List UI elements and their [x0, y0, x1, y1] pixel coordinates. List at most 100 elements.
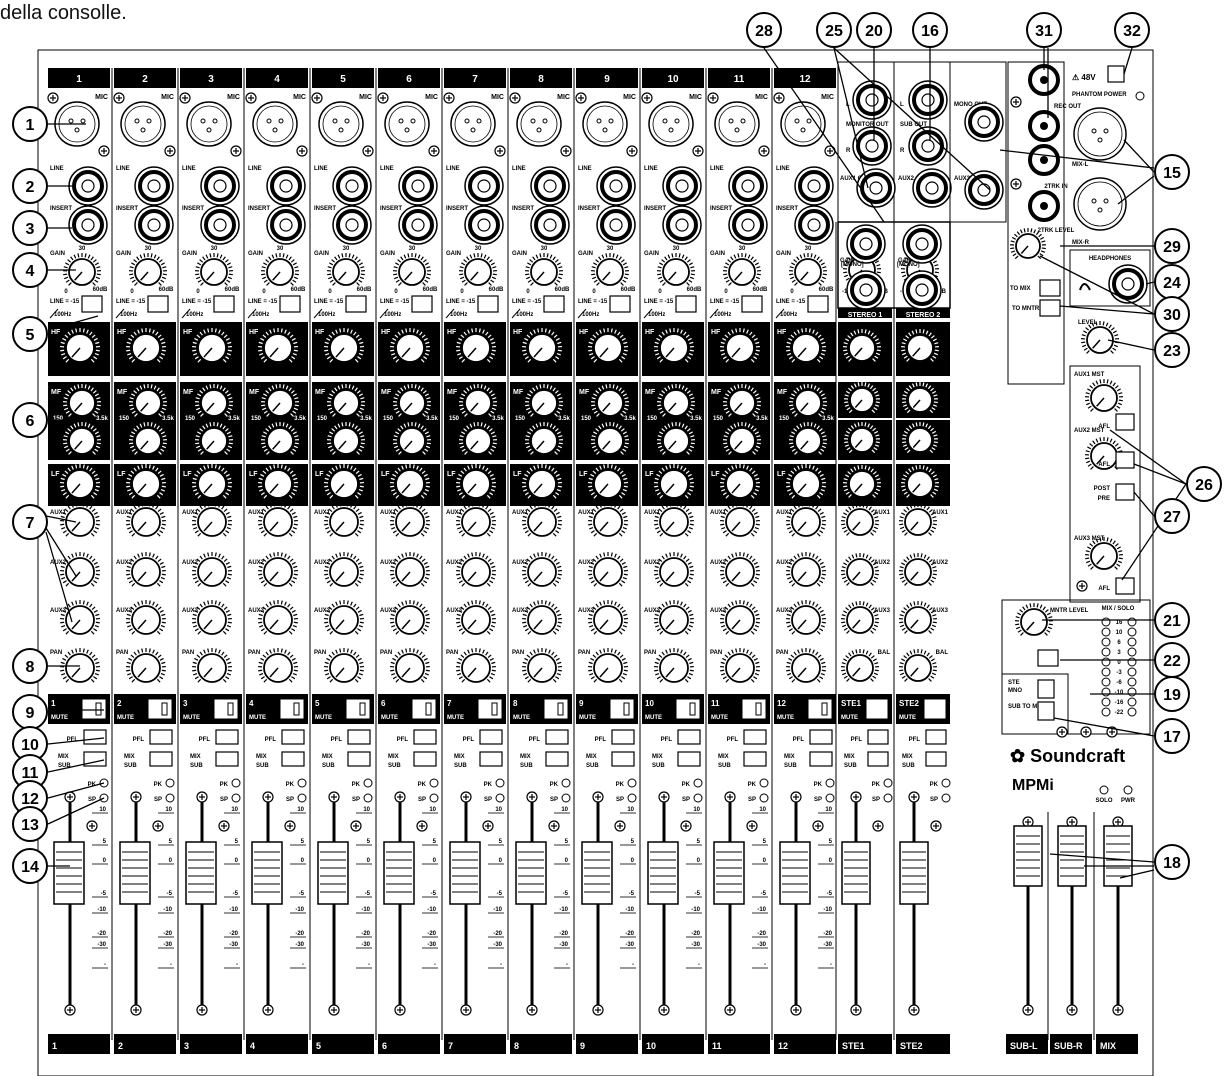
channel-number-label: 2: [142, 74, 148, 85]
callout-leader-line: [1117, 175, 1155, 205]
callout-number: 24: [1163, 275, 1181, 292]
pk-label: PK: [154, 782, 163, 788]
fader-scale-label: -10: [361, 907, 370, 913]
monitor-panel: [1001, 599, 1151, 735]
aux2-knob-icon: [522, 552, 562, 587]
mf-freq-min: 150: [515, 416, 526, 422]
callout-circle: [1154, 718, 1190, 754]
sp-led: [297, 793, 307, 803]
mix-sub-button: [611, 751, 635, 767]
fader-scale-label: 0: [763, 858, 767, 864]
gain-min-label: 0: [328, 289, 332, 295]
model-logo: MPMi: [1012, 777, 1054, 794]
aux3-knob-icon: [258, 600, 298, 635]
bottom-channel-label: 7: [448, 1041, 453, 1051]
channel-number-label: 6: [406, 74, 412, 85]
pk-led: [165, 778, 175, 788]
mic-label: MIC: [95, 94, 108, 101]
bottom-channel-bar: [312, 1034, 374, 1054]
sp-led: [627, 793, 637, 803]
callout-circle: [912, 12, 948, 48]
mf-freq-knob-icon: [459, 384, 497, 417]
hf-knob-icon: [60, 328, 100, 363]
fader-scale-label: -: [830, 962, 832, 968]
callout-number: 26: [1195, 477, 1213, 494]
hpf-label: 100Hz: [714, 312, 731, 318]
post-pre-button: [1115, 483, 1135, 501]
stereo-title-bar: [838, 308, 892, 318]
pk-label: PK: [616, 782, 625, 788]
bottom-channel-label: 3: [184, 1041, 189, 1051]
aux3-label: AUX3: [578, 608, 595, 614]
pfl-button: [347, 729, 371, 745]
mute-label: MUTE: [315, 715, 332, 721]
mf-gain-knob-icon: [63, 422, 101, 455]
lf-knob-icon: [324, 464, 364, 499]
callout-number: 27: [1163, 509, 1181, 526]
callout-leader-line: [1133, 463, 1187, 485]
fader-scale-label: -10: [757, 907, 766, 913]
mic-xlr-input-icon: [648, 101, 694, 147]
mono-aux3-panel: [949, 61, 1007, 223]
aux2-label: AUX2: [446, 560, 463, 566]
mute-button: [81, 698, 107, 720]
mf-freq-min: 150: [317, 416, 328, 422]
callout-number: 7: [26, 515, 35, 532]
afl-label: AFL: [1098, 462, 1110, 468]
callout-number: 23: [1163, 343, 1181, 360]
meter-led-r: [1127, 707, 1137, 717]
gain-max-label: 60dB: [357, 287, 372, 293]
gain-min-label: 0: [592, 289, 596, 295]
bottom-channel-bar: [246, 1034, 308, 1054]
pfl-label: PFL: [727, 737, 739, 743]
aux1-knob-icon: [720, 502, 760, 537]
aux1-knob-icon: [522, 502, 562, 537]
meter-led-l: [1101, 687, 1111, 697]
insert-label: INSERT: [116, 206, 138, 212]
sub-label: SUB: [190, 763, 203, 769]
mute-channel-label: 6: [381, 699, 386, 708]
channel-number-label: 9: [604, 74, 610, 85]
callout-circle: [12, 806, 48, 842]
fader-scale-label: 10: [561, 807, 568, 813]
hpf-label: 100Hz: [384, 312, 401, 318]
mute-label: MUTE: [183, 715, 200, 721]
mute-channel-label: 2: [117, 699, 122, 708]
aux1-label: AUX1: [248, 510, 265, 516]
pan-label: PAN: [578, 650, 590, 656]
callout-leader-line: [1145, 281, 1155, 285]
gain-knob-icon: [393, 253, 431, 286]
meter-led-l: [1101, 637, 1111, 647]
mix-label: MIX: [784, 754, 795, 760]
aux3-knob-icon: [324, 600, 364, 635]
pk-label: PK: [418, 782, 427, 788]
aux1-knob-icon: [324, 502, 364, 537]
callout-leader-line: [1123, 139, 1155, 173]
mute-button: [345, 698, 371, 720]
fader-cap: [779, 841, 811, 905]
mute-label: MUTE: [579, 715, 596, 721]
mute-channel-label: 7: [447, 699, 452, 708]
callout-number: 17: [1163, 729, 1181, 746]
fader-scale-label: -10: [163, 907, 172, 913]
master-bottom-bar: [1006, 1034, 1048, 1054]
line-pad-button: [609, 295, 631, 313]
bottom-channel-label: 2: [118, 1041, 123, 1051]
fader-scale-label: -20: [559, 931, 568, 937]
callout-number: 3: [26, 221, 35, 238]
callout-circle: [1154, 844, 1190, 880]
mute-channel-label: 10: [645, 699, 654, 708]
aux3-knob-icon: [654, 600, 694, 635]
fader-scale-label: -20: [823, 931, 832, 937]
gain-mid-label: 30: [409, 246, 416, 252]
fader-scale-label: 5: [103, 839, 107, 845]
meter-led-r: [1127, 657, 1137, 667]
mf-gain-knob-icon: [459, 422, 497, 455]
caption-text: della consolle.: [0, 2, 127, 24]
line-label: LINE: [446, 166, 460, 172]
sub-label: SUB: [58, 763, 71, 769]
sp-led: [825, 793, 835, 803]
line-pad-button: [411, 295, 433, 313]
hf-label: HF: [645, 329, 655, 336]
pan-label: PAN: [182, 650, 194, 656]
